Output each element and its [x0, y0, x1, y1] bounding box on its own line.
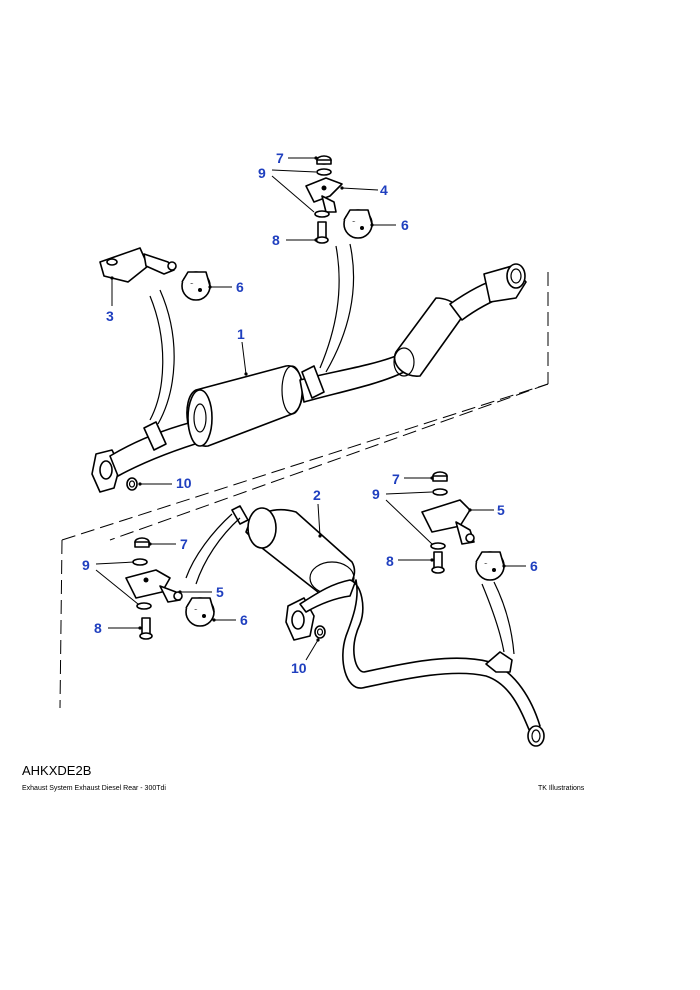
callout-10-lower: 10 — [291, 660, 307, 676]
callout-6-lower-left: 6 — [240, 612, 248, 628]
bracket-4 — [305, 177, 343, 213]
callout-6-lower-right: 6 — [530, 558, 538, 574]
link-curve-lr-1 — [481, 583, 505, 653]
callout-5-lower-left: 5 — [216, 584, 224, 600]
bolt-8-lower-right — [431, 551, 445, 574]
link-curve-lr-2 — [493, 581, 515, 655]
bolt-8-upper — [315, 221, 329, 244]
bracket-3 — [99, 247, 177, 283]
reference-code: AHKXDE2B — [22, 763, 92, 778]
link-curve-ul-2 — [157, 289, 175, 425]
callout-4: 4 — [380, 182, 388, 198]
bracket-5-lower-left — [125, 569, 183, 603]
callout-1: 1 — [237, 326, 245, 342]
callout-8-upper: 8 — [272, 232, 280, 248]
callout-6-upper: 6 — [401, 217, 409, 233]
lower-leaders — [95, 476, 526, 661]
rubber-mount-6-upper — [343, 209, 373, 239]
main-silencer — [186, 365, 304, 447]
callout-6-upper-left: 6 — [236, 279, 244, 295]
nut-7-lower-right — [432, 471, 448, 482]
nut-7-upper — [316, 155, 332, 165]
bolt-8-lower-left — [139, 617, 153, 640]
link-curve-uc-2 — [325, 243, 355, 373]
illustration-credit: TK Illustrations — [538, 785, 585, 792]
link-curve-ll-1 — [185, 513, 233, 579]
washer-9-upper-b — [314, 210, 330, 218]
silencer-strap — [231, 505, 249, 525]
callout-8-lower-right: 8 — [386, 553, 394, 569]
rubber-mount-6-lower-left — [185, 597, 215, 627]
callout-2: 2 — [313, 487, 321, 503]
upper-group-boundary — [109, 272, 549, 541]
washer-9-upper-a — [316, 168, 332, 176]
callout-10-upper: 10 — [176, 475, 192, 491]
washer-9-lower-left-b — [136, 602, 152, 610]
nut-10-lower — [314, 625, 326, 639]
rear-silencer — [245, 507, 356, 595]
lower-group-boundary — [59, 383, 549, 709]
bracket-5-lower-right — [421, 499, 475, 545]
rubber-mount-6-upper-left — [181, 271, 211, 301]
callout-7-upper: 7 — [276, 150, 284, 166]
tail-end-lower — [527, 725, 545, 747]
washer-9-lower-right-a — [432, 488, 448, 496]
washer-9-lower-left-a — [132, 558, 148, 566]
callout-9-lower-right: 9 — [372, 486, 380, 502]
upper-leaders — [110, 156, 396, 486]
washer-9-lower-right-b — [430, 542, 446, 550]
callout-8-lower-left: 8 — [94, 620, 102, 636]
mid-strap — [301, 365, 325, 399]
nut-10-upper — [126, 477, 138, 491]
callout-9-upper: 9 — [258, 165, 266, 181]
tail-flange-upper — [483, 263, 527, 303]
diagram-caption: Exhaust System Exhaust Diesel Rear - 300… — [22, 785, 166, 792]
link-curve-ul-1 — [149, 295, 164, 421]
callout-3: 3 — [106, 308, 114, 324]
nut-7-lower-left — [134, 537, 150, 548]
link-curve-ll-2 — [195, 517, 241, 585]
link-curve-uc-1 — [319, 245, 340, 369]
callout-7-lower-left: 7 — [180, 536, 188, 552]
callout-5-lower-right: 5 — [497, 502, 505, 518]
callout-9-lower-left: 9 — [82, 557, 90, 573]
callout-7-lower-right: 7 — [392, 471, 400, 487]
pipe-strap — [143, 421, 167, 451]
lower-tail-strap — [485, 651, 513, 673]
rear-silencer-upper — [393, 297, 463, 377]
rubber-mount-6-lower-right — [475, 551, 505, 581]
